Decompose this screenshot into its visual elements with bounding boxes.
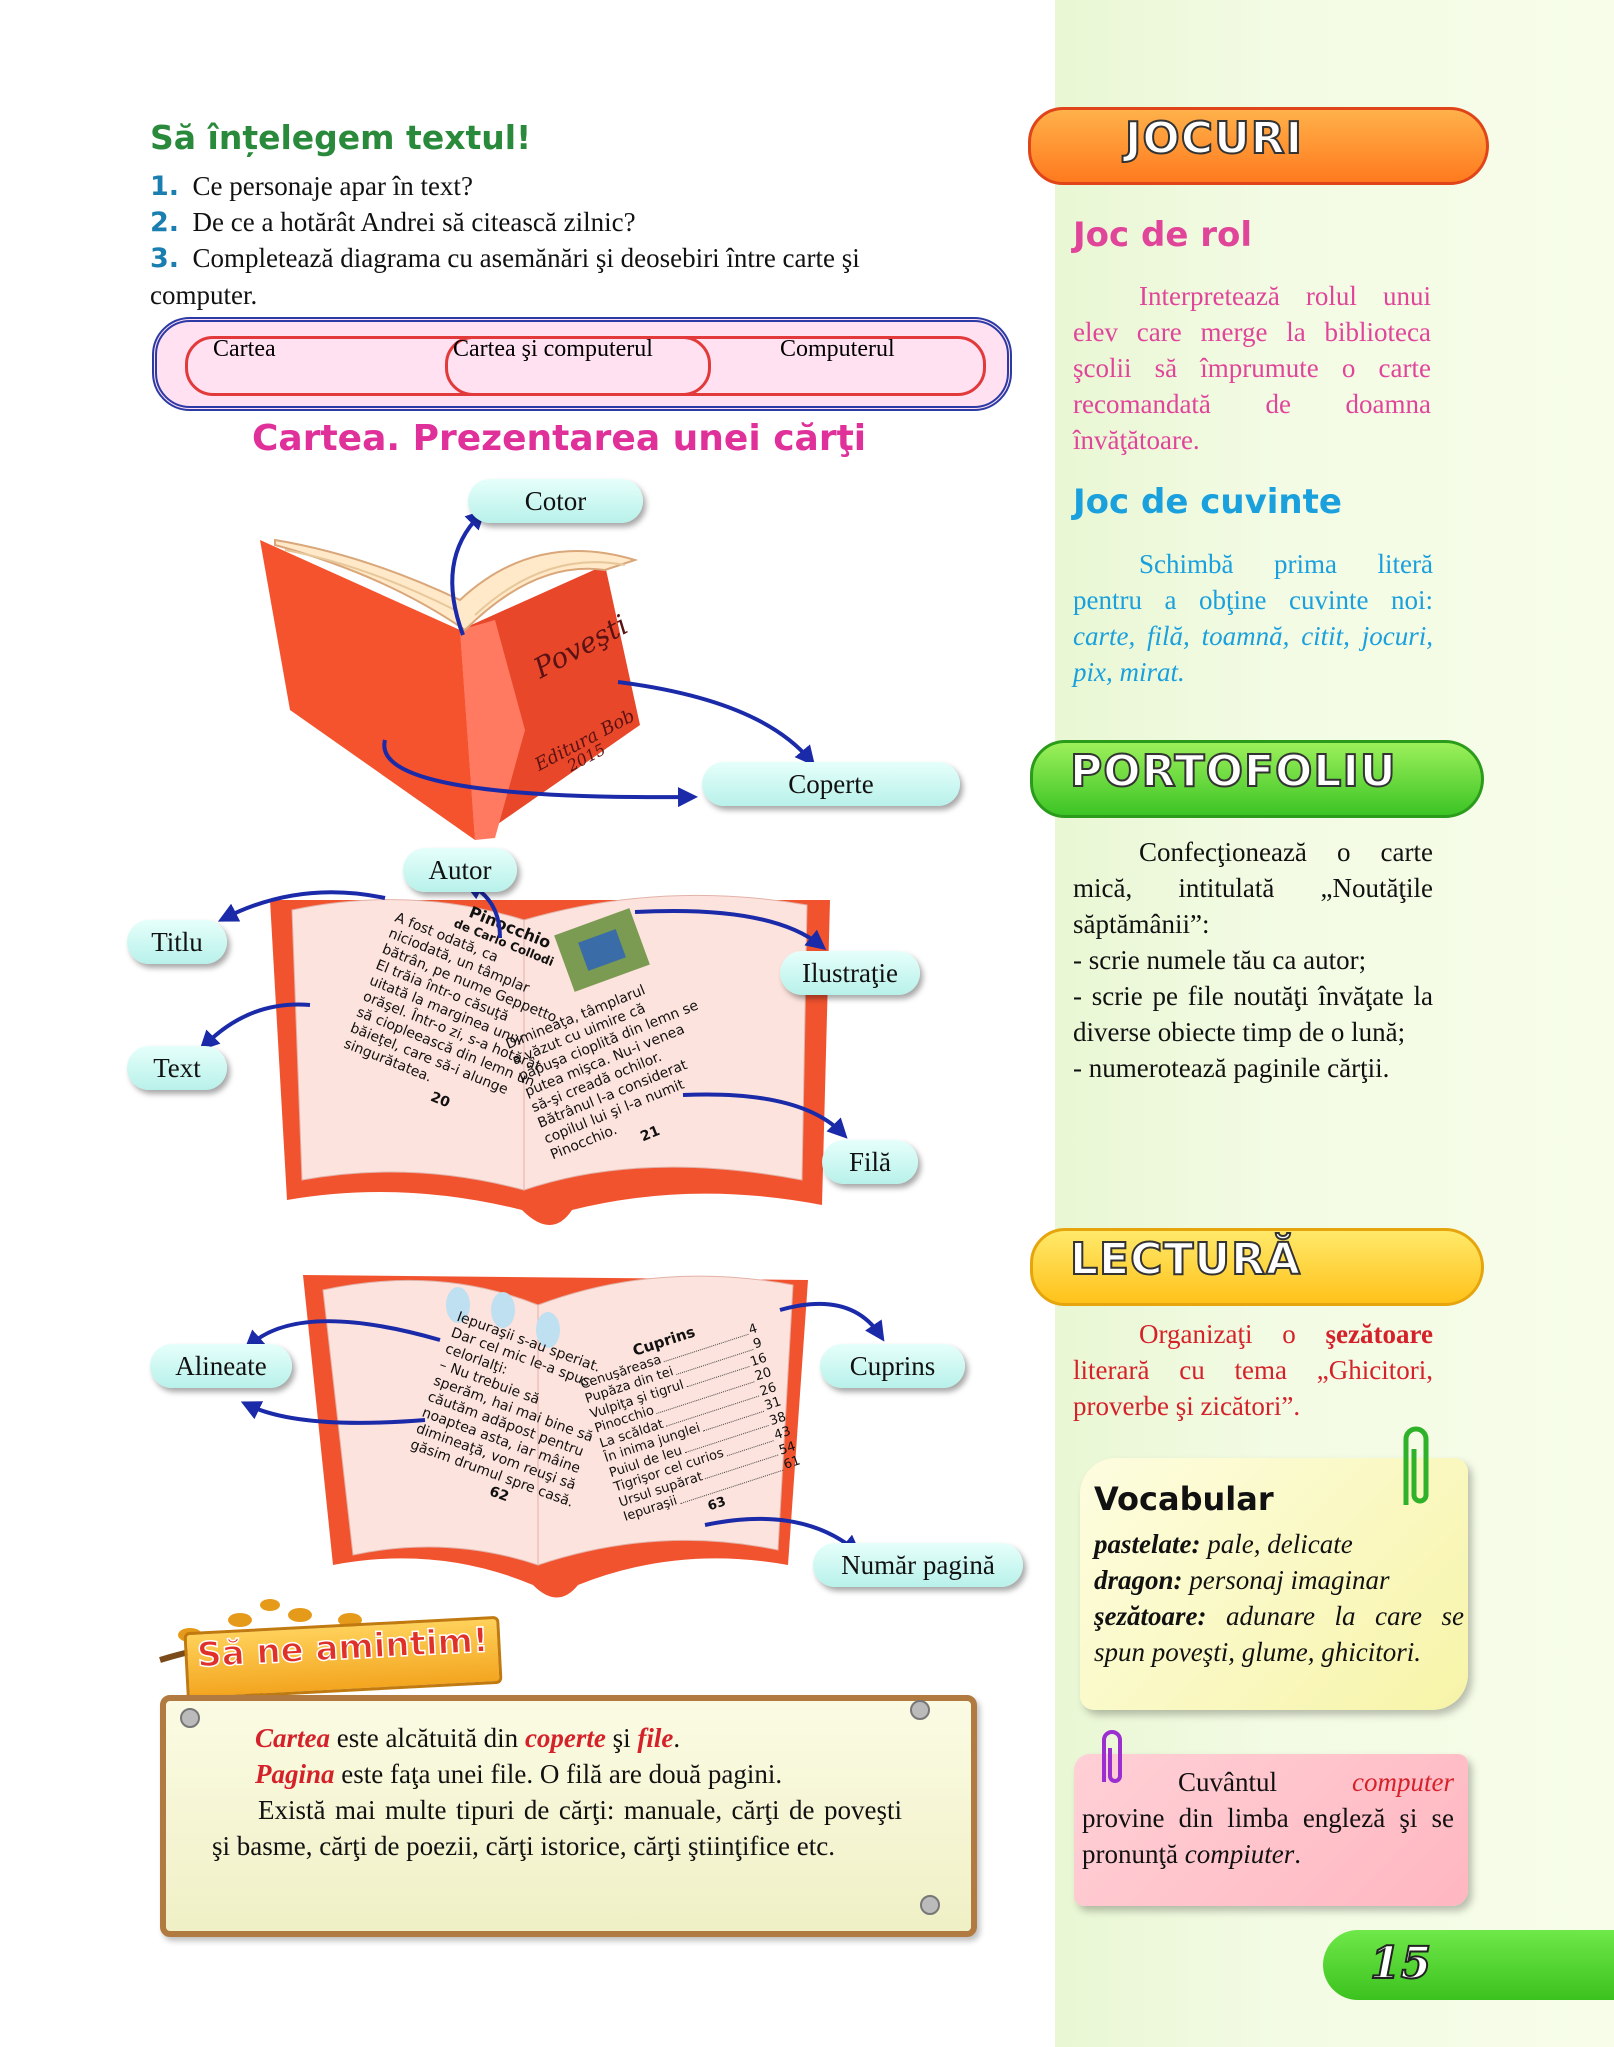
vocabular-list: pastelate: pale, delicate dragon: person… [1094,1529,1464,1667]
arrow-numar-pagina [704,1516,862,1556]
venn-left-circle [185,336,711,396]
label-text: Text [127,1046,227,1090]
vocabular-box [1080,1458,1468,1710]
arrow-coperte-top [617,680,816,767]
open-book-pinocchio [270,894,830,1225]
vocabular-title: Vocabular [1094,1480,1274,1518]
scroll-pin-top-left [180,1708,200,1728]
note-text: Cuvântul computer provine din limba engl… [1082,1767,1454,1869]
question-2: 2. De ce a hotărât Andrei să citească zi… [150,207,636,238]
page-number: 15 [1369,1937,1432,1990]
venn-left-label: Cartea [213,336,276,362]
arrow-cotor [450,509,486,636]
section-title: Să înțelegem textul! [150,118,532,157]
arrows-layer [199,509,885,1556]
arrow-alineate-top [244,1319,441,1351]
label-numar-pagina: Număr pagină [813,1543,1023,1587]
label-alineate: Alineate [150,1344,292,1388]
joc-cuvinte-text: Schimbă prima literă pentru a obţine cuv… [1073,549,1433,687]
label-ilustratie: Ilustraţie [780,951,920,995]
label-coperte: Coperte [702,762,960,806]
arrow-autor [462,881,502,939]
arrow-fila [682,1092,848,1139]
portofoliu-ribbon [1030,740,1484,818]
label-cotor: Cotor [468,479,643,523]
paperclip-purple-icon [1098,1730,1126,1790]
joc-rol-text: Interpretează rolul unui elev care merge… [1073,281,1431,455]
portofoliu-text: Confecţionează o carte mică, intitulată … [1073,837,1433,1083]
question-3: 3. Completează diagrama cu asemănări şi … [150,243,860,310]
question-1: 1. Ce personaje apar în text? [150,171,473,202]
joc-rol-title: Joc de rol [1073,215,1253,255]
arrow-coperte-bottom [382,739,698,808]
note-box [1074,1754,1468,1906]
label-cuprins: Cuprins [820,1344,965,1388]
jocuri-ribbon [1028,107,1489,185]
joc-cuvinte-title: Joc de cuvinte [1073,482,1342,522]
closed-book-illustration [260,538,640,840]
scroll-pin-top-right [910,1700,930,1720]
remember-scroll [160,1695,977,1937]
book-section-title: Cartea. Prezentarea unei cărţi [252,418,867,459]
arrow-alineate-bottom [240,1401,426,1425]
scroll-pin-bottom-right [920,1895,940,1915]
open-book-cuprins [303,1275,808,1598]
arrow-cuprins [779,1301,885,1342]
label-autor: Autor [403,848,517,892]
lectura-ribbon [1030,1228,1484,1306]
jocuri-heading: JOCURI [1124,112,1304,165]
lectura-heading: LECTURĂ [1069,1233,1302,1286]
label-titlu: Titlu [127,920,227,964]
arrow-ilustratie [634,908,827,950]
lectura-text: Organizaţi o şezătoare literară cu tema … [1073,1319,1433,1421]
paperclip-green-icon [1398,1425,1434,1517]
venn-middle-label: Cartea şi computerul [453,336,653,362]
arrow-titlu [217,890,386,922]
arrow-text [199,1002,311,1051]
label-fila: Filă [822,1140,918,1184]
page-number-tab [1323,1930,1614,2000]
venn-right-circle [445,336,986,396]
remember-text: Cartea este alcătuită din coperte şi fil… [212,1723,902,1861]
portofoliu-heading: PORTOFOLIU [1069,745,1397,798]
venn-right-label: Computerul [780,336,895,362]
